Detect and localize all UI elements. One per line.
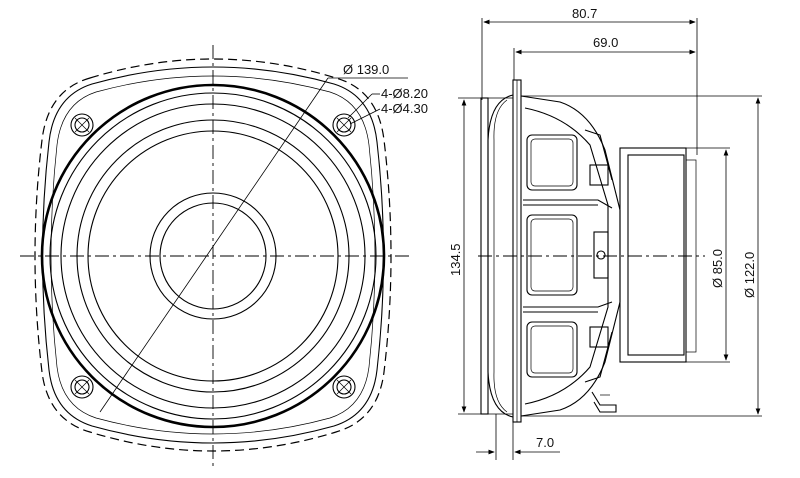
hole-inner-label: 4-Ø4.30: [381, 101, 428, 116]
dim-7-0-label: 7.0: [536, 435, 554, 450]
basket-window-bottom: [526, 321, 578, 378]
diameter-139-line: [99, 77, 329, 413]
basket-window-top: [526, 134, 578, 191]
diameter-139-label: Ø 139.0: [343, 62, 389, 77]
dim-80-7-label: 80.7: [572, 6, 597, 21]
side-view: 80.7 69.0 134.5 Ø 85.0 Ø 122.0 7.0: [448, 6, 762, 460]
hole-outer-leader: [347, 93, 373, 119]
dim-85-0-label: Ø 85.0: [710, 249, 725, 288]
mounting-hole-bottom-right: [332, 375, 356, 399]
hole-outer-label: 4-Ø8.20: [381, 86, 428, 101]
dim-69-0-label: 69.0: [593, 35, 618, 50]
mounting-hole-top-left: [70, 113, 94, 137]
mounting-hole-top-right: [332, 113, 356, 137]
magnet-body: [627, 154, 685, 356]
basket-window-middle: [526, 214, 578, 296]
frame-inner-outline: [50, 75, 376, 435]
frame-outline-dashed: [34, 58, 392, 452]
hole-inner-leader: [349, 108, 381, 125]
dim-134-5-label: 134.5: [448, 243, 463, 276]
mounting-hole-bottom-left: [70, 375, 94, 399]
dim-122-0-label: Ø 122.0: [742, 252, 757, 298]
terminal: [591, 391, 617, 413]
magnet-front-plate: [619, 147, 687, 363]
front-view: Ø 139.0 4-Ø8.20: [20, 45, 428, 470]
